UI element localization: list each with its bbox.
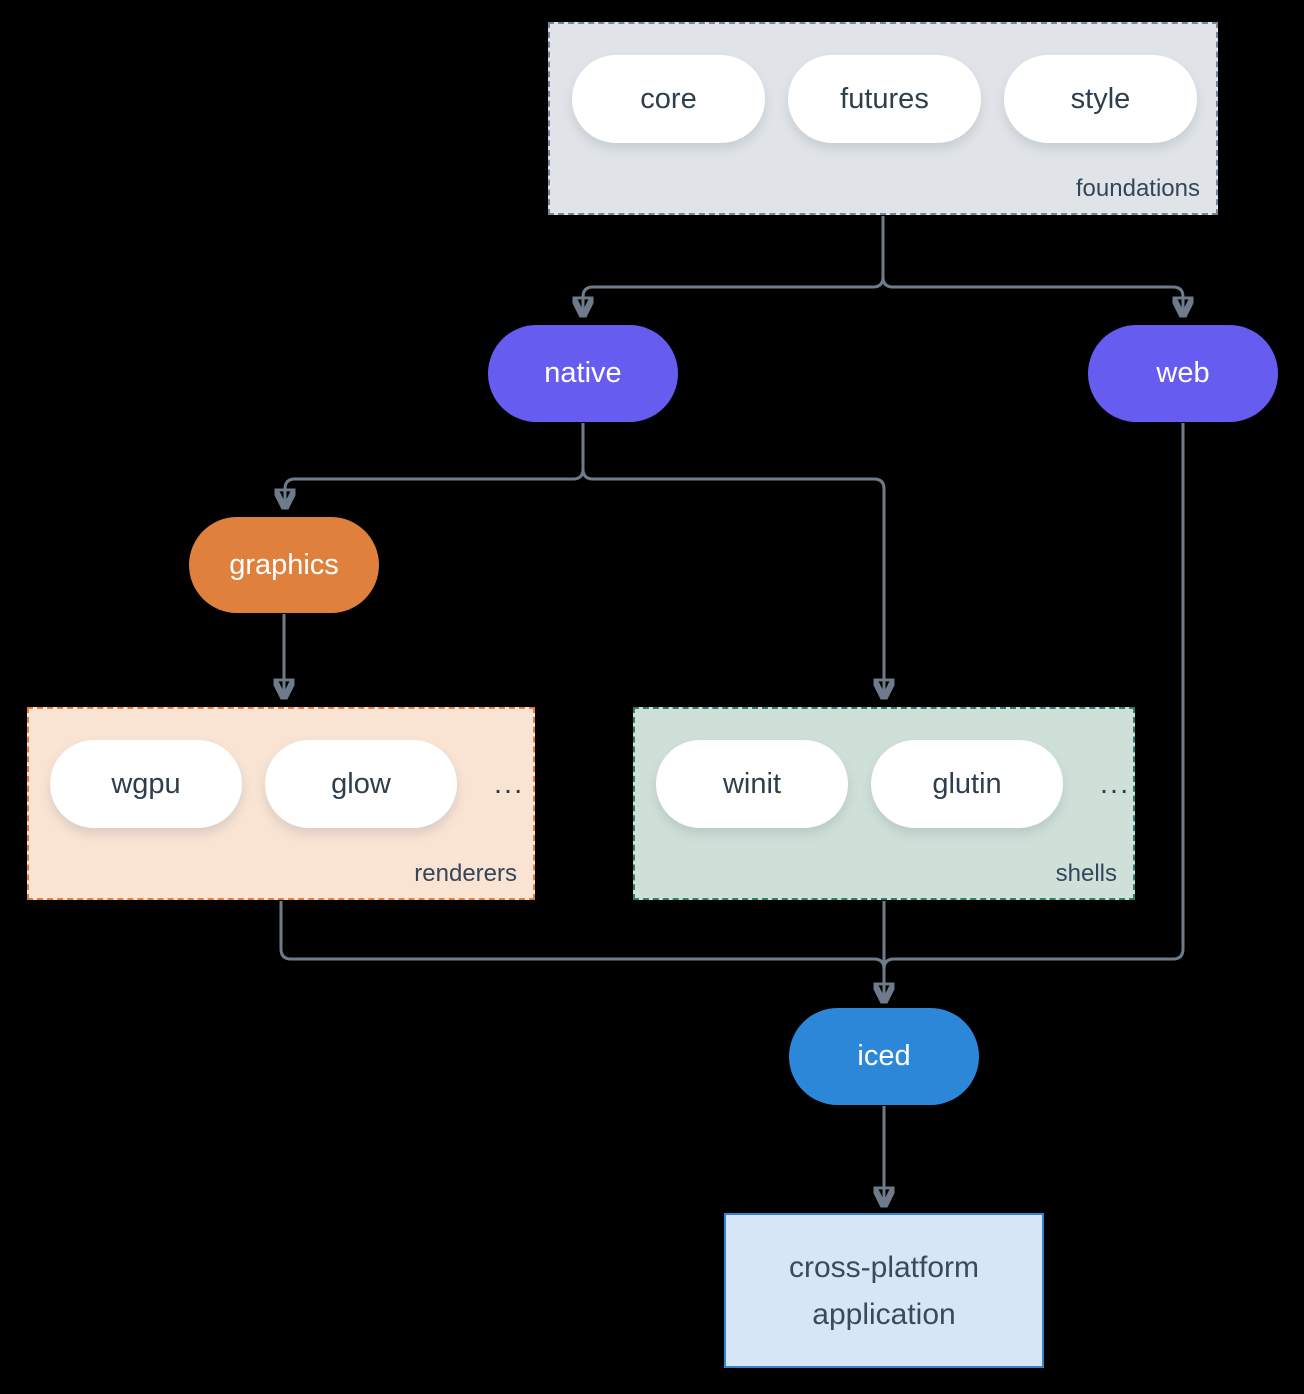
node-style: style — [1004, 55, 1197, 143]
node-cross-platform-application: cross-platform application — [724, 1213, 1044, 1368]
node-wgpu: wgpu — [50, 740, 242, 828]
group-foundations: core futures style foundations — [548, 22, 1218, 215]
node-web: web — [1088, 325, 1278, 422]
group-shells: winit glutin ... shells — [633, 707, 1135, 900]
foundations-pill-row: core futures style — [572, 55, 1197, 143]
node-iced: iced — [789, 1008, 979, 1105]
arrow-foundations-to-native — [583, 216, 885, 312]
shells-pill-row: winit glutin ... — [656, 740, 1130, 828]
node-winit: winit — [656, 740, 848, 828]
group-renderers: wgpu glow ... renderers — [27, 707, 535, 900]
application-label-line1: cross-platform — [788, 1250, 980, 1284]
node-glutin: glutin — [871, 740, 1063, 828]
foundations-label: foundations — [1075, 175, 1200, 202]
node-graphics: graphics — [189, 517, 379, 613]
arrow-native-to-graphics — [285, 423, 585, 504]
renderers-pill-row: wgpu glow ... — [50, 740, 524, 828]
line-renderers-to-merge — [279, 901, 886, 970]
arrow-native-to-shells — [581, 423, 884, 694]
arrow-foundations-to-web — [881, 216, 1183, 312]
node-native: native — [488, 325, 678, 422]
node-glow: glow — [265, 740, 457, 828]
shells-label: shells — [1055, 860, 1117, 887]
application-label-line2: application — [812, 1297, 956, 1331]
renderers-ellipsis: ... — [494, 767, 525, 800]
shells-ellipsis: ... — [1100, 767, 1131, 800]
node-futures: futures — [788, 55, 981, 143]
node-core: core — [572, 55, 765, 143]
renderers-label: renderers — [414, 860, 517, 887]
